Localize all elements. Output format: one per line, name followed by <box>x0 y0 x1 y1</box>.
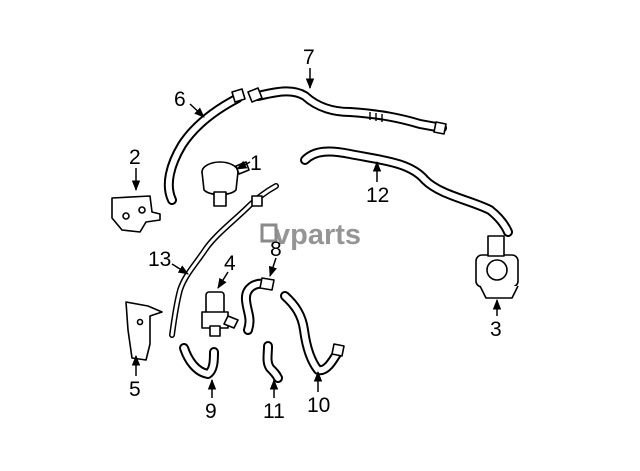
watermark-logo: vparts <box>260 219 361 251</box>
callout-9: 9 <box>205 400 217 423</box>
bracket-part-5 <box>125 301 163 361</box>
callout-10: 10 <box>307 394 330 417</box>
valve-part-4 <box>201 291 239 337</box>
hose-part-10 <box>280 291 345 376</box>
callout-6: 6 <box>174 88 186 111</box>
callout-7: 7 <box>303 46 315 69</box>
callout-arrows <box>131 68 502 398</box>
callout-4: 4 <box>224 252 236 275</box>
callout-1: 1 <box>250 152 262 175</box>
callout-8: 8 <box>270 238 282 261</box>
bracket-part-2 <box>111 195 161 233</box>
hose-part-7 <box>247 86 447 135</box>
hose-part-9 <box>179 343 219 379</box>
pump-part-3 <box>475 235 519 299</box>
tube-part-13 <box>169 183 279 338</box>
callout-13: 13 <box>148 248 171 271</box>
callout-5: 5 <box>129 378 141 401</box>
callout-2: 2 <box>129 146 141 169</box>
hose-part-8 <box>240 277 275 335</box>
hose-part-6 <box>163 88 246 205</box>
callout-labels: 1 2 3 4 5 6 7 8 9 10 11 12 13 <box>129 46 502 423</box>
hose-part-12 <box>300 146 513 237</box>
watermark-text: vparts <box>274 219 361 251</box>
hose-part-11 <box>262 341 283 383</box>
callout-3: 3 <box>490 318 502 341</box>
callout-12: 12 <box>366 184 389 207</box>
valve-part-1 <box>201 161 250 207</box>
callout-11: 11 <box>263 400 285 423</box>
